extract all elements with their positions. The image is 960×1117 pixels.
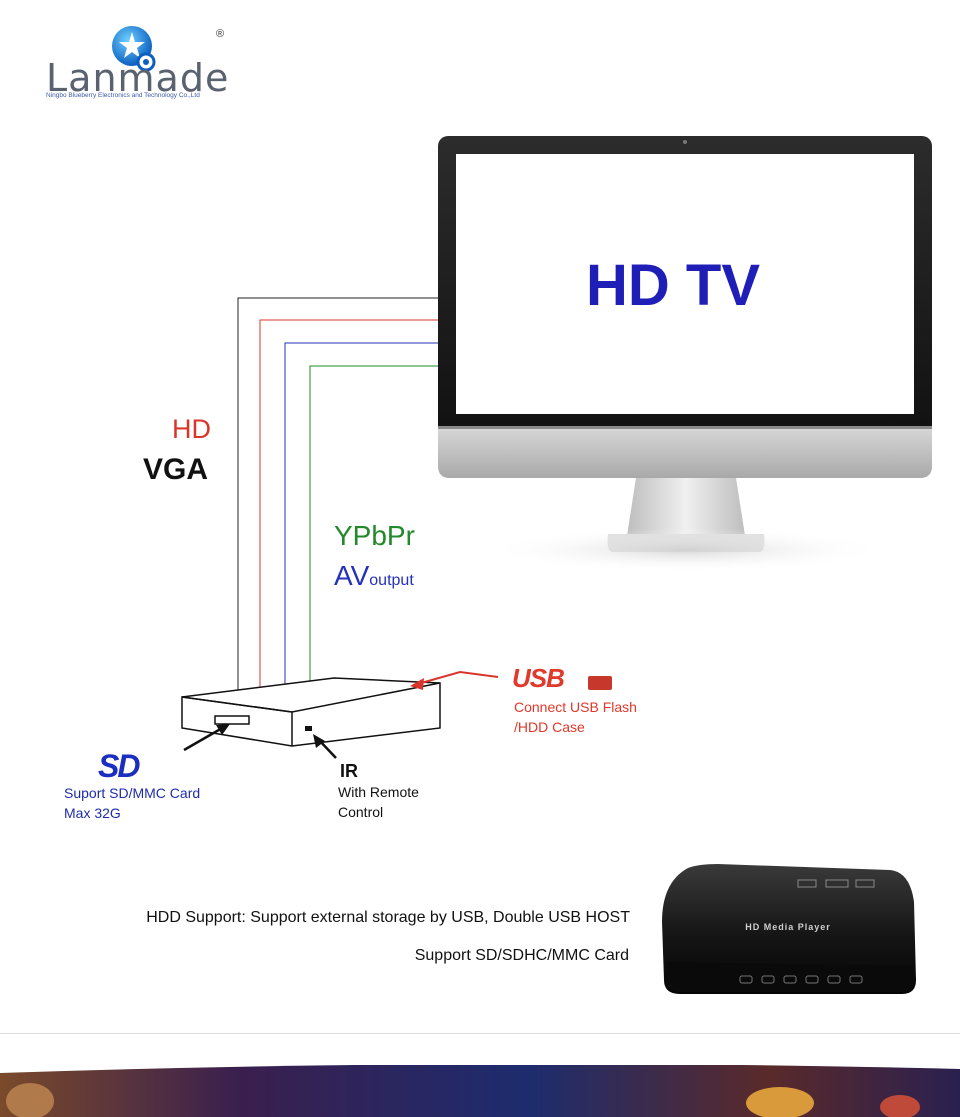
media-player-device-icon: HD Media Player [662, 864, 916, 994]
cable-lines [181, 297, 499, 759]
feature-hdd-support: HDD Support: Support external storage by… [146, 909, 630, 926]
vga-output-label: VGA [143, 453, 209, 486]
usb-caption-line1: Connect USB Flash [514, 699, 637, 715]
sd-caption-line1: Suport SD/MMC Card [64, 785, 201, 801]
ypbpr-output-label: YPbPr [334, 520, 415, 551]
device-box-drawing [181, 677, 441, 747]
bottom-banner-image [0, 1065, 960, 1117]
sd-arrow [183, 724, 230, 752]
hd-cable-line [259, 319, 438, 688]
device-label: HD Media Player [745, 922, 831, 932]
av-label: AV [334, 560, 370, 591]
ir-title: IR [340, 761, 358, 781]
blueberry-star-logo-icon [112, 26, 156, 72]
usb-logo: USB [512, 663, 565, 693]
ir-sensor [305, 726, 312, 731]
usb-caption-line2: /HDD Case [514, 719, 585, 735]
brand-name: Lanmade [46, 56, 230, 100]
av-cable-line [284, 342, 438, 684]
av-output-label: AVoutput [334, 560, 414, 592]
registered-mark: ® [216, 28, 225, 40]
sd-logo: SD [98, 748, 140, 784]
vga-cable-line [237, 297, 438, 690]
ypbpr-cable-line [309, 365, 438, 681]
ir-arrow [313, 734, 337, 759]
av-sub-label: output [369, 572, 414, 589]
hd-output-label: HD [172, 414, 211, 444]
sd-slot [214, 715, 250, 725]
ir-caption-line1: With Remote [338, 784, 419, 800]
section-divider [0, 1033, 960, 1034]
usb-arrow [410, 670, 499, 690]
company-name: Ningbo Blueberry Electronics and Technol… [46, 92, 200, 99]
feature-sd-support: Support SD/SDHC/MMC Card [414, 947, 629, 964]
sd-caption-line2: Max 32G [64, 805, 121, 821]
usb-plug-icon [588, 676, 612, 690]
monitor-icon [438, 136, 932, 572]
ir-caption-line2: Control [338, 804, 384, 820]
tv-title: HD TV [586, 253, 760, 318]
